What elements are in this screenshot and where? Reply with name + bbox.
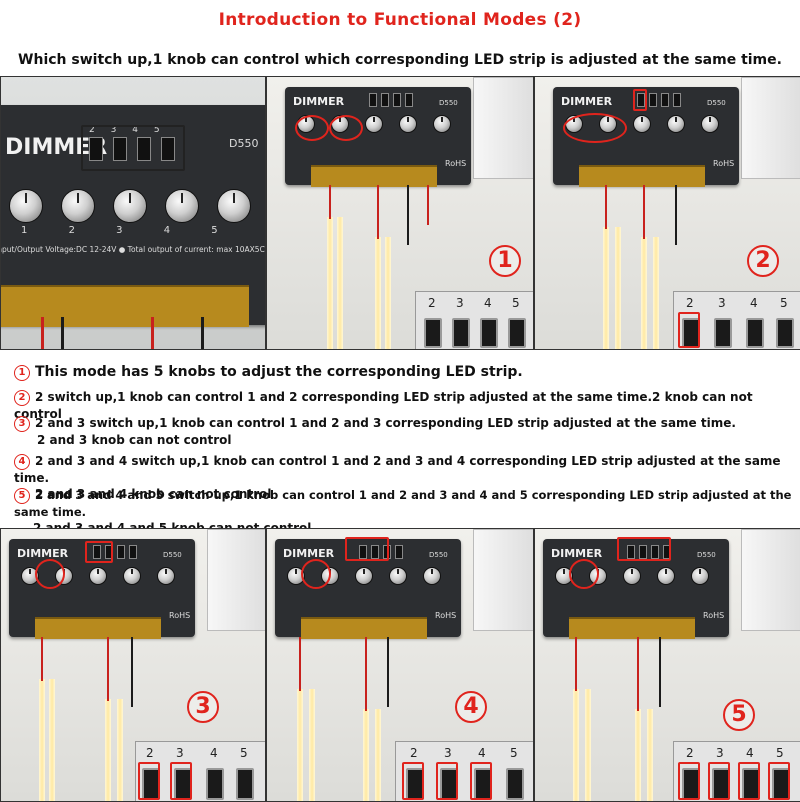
switch-inset-5: 2 3 4 5	[673, 741, 800, 801]
knob-5	[217, 189, 251, 223]
knob-3	[113, 189, 147, 223]
switch-inset-3: 2 3 4 5	[135, 741, 265, 801]
page-subtitle: Which switch up,1 knob can control which…	[18, 52, 782, 68]
spec-text: Input/Output Voltage:DC 12-24V ● Total o…	[0, 245, 266, 254]
dimmer-closeup: DIMMER D550 2 3 4 5 1 2 3 4 5 Input/Outp…	[0, 105, 266, 327]
switch-inset-4: 2 3 4 5	[395, 741, 533, 801]
switch-inset-1: 2 3 4 5	[415, 291, 533, 349]
mode-panel-1: DIMMER D550 RoHS 1 2 3 4 5	[266, 76, 534, 350]
mode-number-3: 3	[187, 691, 219, 723]
knob-4	[165, 189, 199, 223]
mode-number-2: 2	[747, 245, 779, 277]
mode-panel-4: DIMMER D550 RoHS 4 2 3 4 5	[266, 528, 534, 802]
closeup-panel: DIMMER D550 2 3 4 5 1 2 3 4 5 Input/Outp…	[0, 76, 266, 350]
dip-switch-3	[113, 137, 127, 161]
dip-switch-5	[161, 137, 175, 161]
mode-panel-2: DIMMER D550 RoHS 2 2 3 4 5	[534, 76, 800, 350]
switch-inset-2: 2 3 4 5	[673, 291, 800, 349]
mode-number-1: 1	[489, 245, 521, 277]
dip-switch-4	[137, 137, 151, 161]
page-title: Introduction to Functional Modes (2)	[218, 10, 582, 30]
switch-group-highlight	[81, 125, 185, 171]
knob-1	[9, 189, 43, 223]
mode-panel-5: DIMMER D550 RoHS 5 2 3 4 5	[534, 528, 800, 802]
mode-panel-3: DIMMER D550 RoHS 3 2 3 4 5	[0, 528, 266, 802]
dip-switch-2	[89, 137, 103, 161]
terminal-block	[1, 285, 249, 327]
mode-number-4: 4	[455, 691, 487, 723]
knob-numbers: 1 2 3 4 5	[21, 225, 218, 236]
dimmer-model: D550	[229, 137, 259, 150]
mode-number-5: 5	[723, 699, 755, 731]
switch-numbers-label: 2 3 4 5	[89, 125, 160, 135]
knob-2	[61, 189, 95, 223]
